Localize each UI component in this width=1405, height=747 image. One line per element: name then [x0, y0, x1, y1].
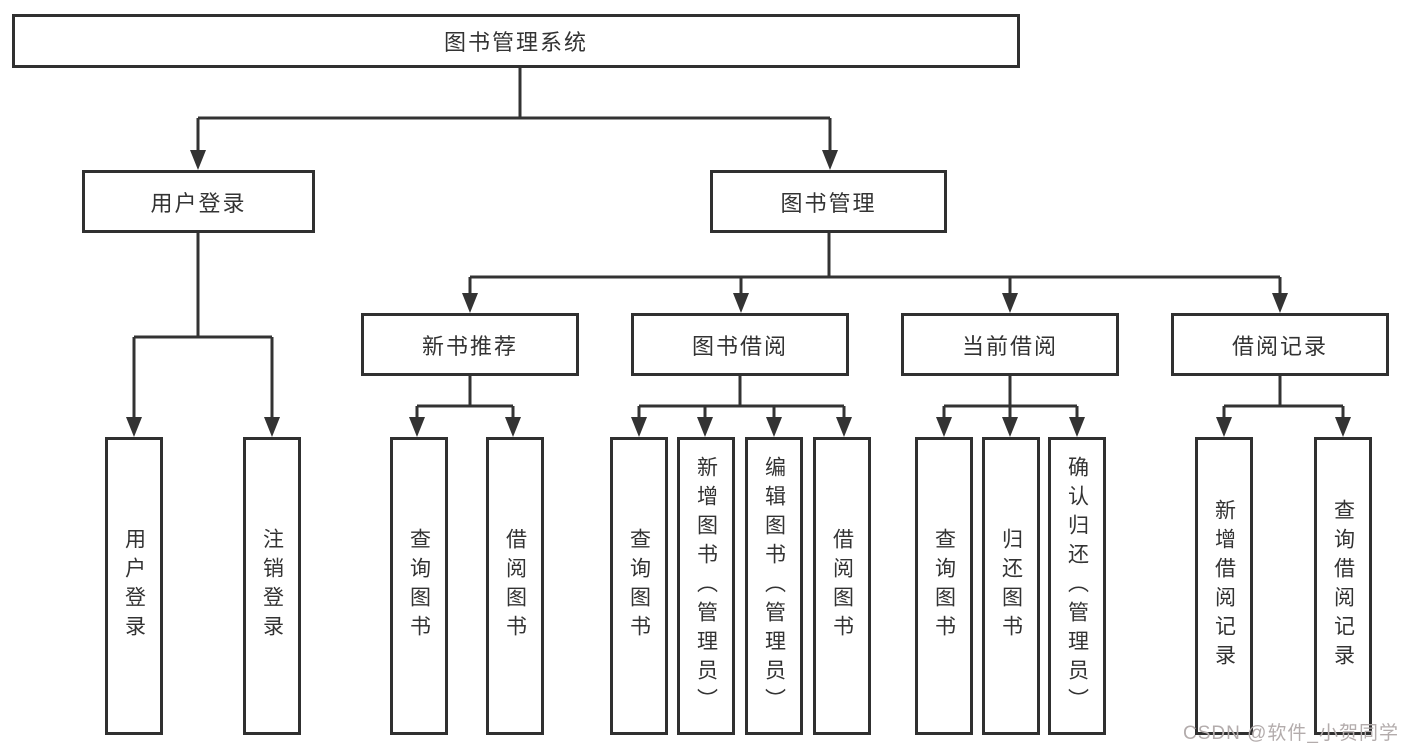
node-book-borrowing: 图书借阅	[631, 313, 849, 376]
arrowhead	[822, 150, 838, 170]
leaf-user-login: 用户登录	[105, 437, 163, 735]
arrowhead	[1335, 417, 1351, 437]
arrowhead	[126, 417, 142, 437]
arrowhead	[264, 417, 280, 437]
leaf-recommend-borrow-books: 借阅图书	[486, 437, 544, 735]
leaf-borrowing-edit-books-admin: 编辑图书（管理员）	[745, 437, 803, 735]
leaf-records-add-borrow-record: 新增借阅记录	[1195, 437, 1253, 735]
leaf-current-query-books: 查询图书	[915, 437, 973, 735]
arrowhead	[1272, 293, 1288, 313]
arrowhead	[190, 150, 206, 170]
node-book-management: 图书管理	[710, 170, 947, 233]
leaf-logout: 注销登录	[243, 437, 301, 735]
csdn-watermark: CSDN @软件_小贺同学	[1183, 723, 1399, 744]
node-user-login: 用户登录	[82, 170, 315, 233]
node-new-book-recommend: 新书推荐	[361, 313, 579, 376]
leaf-current-return-books: 归还图书	[982, 437, 1040, 735]
leaf-borrowing-query-books: 查询图书	[610, 437, 668, 735]
arrowhead	[936, 417, 952, 437]
leaf-recommend-query-books: 查询图书	[390, 437, 448, 735]
arrowhead	[462, 293, 478, 313]
leaf-current-confirm-return-admin: 确认归还（管理员）	[1048, 437, 1106, 735]
arrowhead	[1002, 293, 1018, 313]
leaf-borrowing-borrow-books: 借阅图书	[813, 437, 871, 735]
leaf-borrowing-add-books-admin: 新增图书（管理员）	[677, 437, 735, 735]
arrowhead	[733, 293, 749, 313]
leaf-records-query-borrow-record: 查询借阅记录	[1314, 437, 1372, 735]
arrowhead	[1069, 417, 1085, 437]
node-borrowing-records: 借阅记录	[1171, 313, 1389, 376]
node-current-borrowing: 当前借阅	[901, 313, 1119, 376]
arrowhead	[409, 417, 425, 437]
arrowhead	[1216, 417, 1232, 437]
arrowhead	[631, 417, 647, 437]
node-library-management-system: 图书管理系统	[12, 14, 1020, 68]
arrowhead	[505, 417, 521, 437]
arrowhead	[836, 417, 852, 437]
tree-edges	[132, 68, 1345, 421]
arrowhead	[766, 417, 782, 437]
arrowhead	[697, 417, 713, 437]
arrowhead	[1002, 417, 1018, 437]
